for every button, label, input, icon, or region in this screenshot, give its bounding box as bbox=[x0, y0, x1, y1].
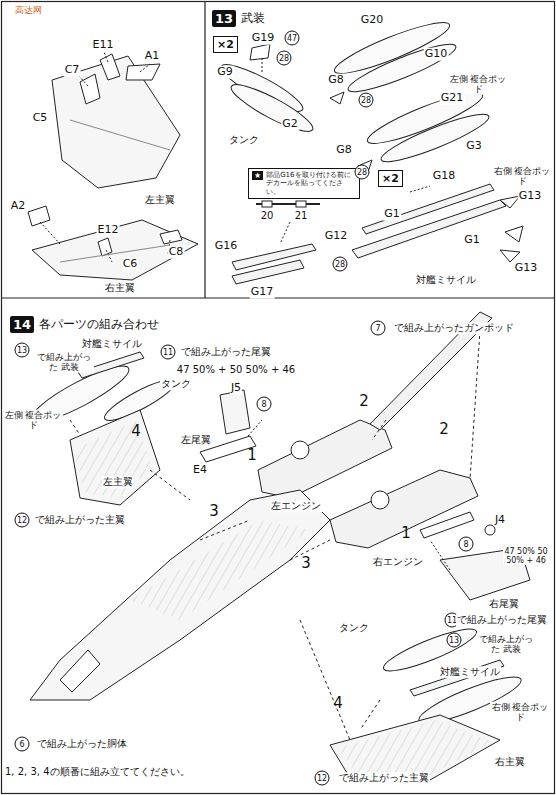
part-number: G3 bbox=[465, 140, 483, 153]
part-label: で組み上がった胴体 bbox=[36, 738, 128, 750]
part-label: 左尾翼 bbox=[180, 434, 212, 446]
step-heading: 13 武装 bbox=[212, 10, 265, 27]
callout-number: 28 bbox=[333, 257, 348, 272]
part-label: 20 bbox=[260, 210, 275, 222]
part-number: G13 bbox=[514, 262, 539, 275]
part-number: G18 bbox=[432, 170, 457, 183]
quantity-text: ×2 bbox=[382, 172, 399, 185]
callout-number: 47 bbox=[285, 31, 300, 46]
callout-number: 13 bbox=[15, 343, 30, 358]
part-number: A1 bbox=[144, 50, 161, 63]
part-number: J5 bbox=[230, 382, 242, 395]
step-order-number: 3 bbox=[300, 555, 312, 572]
part-number: G17 bbox=[250, 286, 275, 299]
part-number: G1 bbox=[383, 208, 401, 221]
part-label: で組み上がった主翼 bbox=[34, 514, 126, 526]
part-number: G1 bbox=[463, 234, 481, 247]
part-number: A2 bbox=[10, 200, 27, 213]
part-number: G8 bbox=[335, 144, 353, 157]
step-order-number: 4 bbox=[332, 695, 344, 712]
part-label: 右主翼 bbox=[104, 282, 136, 294]
part-number: C6 bbox=[122, 258, 139, 271]
part-label: 右エンジン bbox=[372, 556, 424, 568]
part-label: で組み上がった 武装 bbox=[476, 634, 536, 655]
step-order-number: 1 bbox=[400, 525, 412, 542]
step-title: 各パーツの組み合わせ bbox=[39, 316, 159, 333]
part-label: 対艦ミサイル bbox=[415, 274, 477, 286]
part-label: タンク bbox=[228, 134, 260, 146]
watermark: 高达网 bbox=[14, 5, 43, 15]
part-number: E4 bbox=[192, 464, 208, 477]
part-label: 右側 複合ポッド bbox=[492, 166, 552, 187]
part-number: J4 bbox=[494, 514, 506, 527]
part-label: で組み上がった尾翼 bbox=[180, 346, 272, 358]
quantity-text: ×2 bbox=[217, 38, 234, 51]
part-number: G21 bbox=[440, 92, 465, 105]
step-order-number: 1 bbox=[246, 447, 258, 464]
callout-number: 28 bbox=[277, 51, 292, 66]
part-label: 右主翼 bbox=[494, 756, 526, 768]
part-label: 左エンジン bbox=[270, 500, 322, 512]
callout-number: 7 bbox=[371, 321, 386, 336]
step-number: 13 bbox=[212, 10, 236, 27]
part-number: G20 bbox=[360, 14, 385, 27]
step-number: 14 bbox=[10, 316, 34, 333]
part-label: で組み上がったガンポッド bbox=[393, 322, 515, 334]
note-mark: ★ bbox=[252, 171, 263, 180]
part-number: G8 bbox=[327, 74, 345, 87]
part-label: 対艦ミサイル bbox=[439, 666, 501, 678]
callout-number: 12 bbox=[15, 513, 30, 528]
callout-number: 28 bbox=[355, 165, 370, 180]
part-label: 左主翼 bbox=[144, 194, 176, 206]
part-number: G9 bbox=[216, 66, 234, 79]
part-label: で組み上がった尾翼 bbox=[456, 614, 548, 626]
quantity-box: ×2 bbox=[213, 36, 238, 53]
quantity-box: ×2 bbox=[378, 170, 403, 187]
part-number: C7 bbox=[64, 64, 81, 77]
part-label: 47 50% 50 50% + 46 bbox=[503, 547, 549, 565]
callout-number: 8 bbox=[459, 537, 474, 552]
part-number: G10 bbox=[424, 48, 449, 61]
part-number: G13 bbox=[518, 190, 543, 203]
callout-number: 28 bbox=[359, 93, 374, 108]
callout-number: 12 bbox=[315, 771, 330, 786]
part-label: で組み上がった 武装 bbox=[34, 352, 94, 373]
step-order-number: 2 bbox=[358, 393, 370, 410]
part-number: G12 bbox=[324, 230, 349, 243]
part-label: タンク bbox=[338, 622, 370, 634]
part-number: G19 bbox=[251, 32, 276, 45]
step-order-number: 4 bbox=[130, 423, 142, 440]
callout-number: 8 bbox=[257, 397, 272, 412]
callout-number: 11 bbox=[161, 345, 176, 360]
part-label: 左主翼 bbox=[102, 476, 134, 488]
part-label: 1, 2, 3, 4の順番に組み立ててください。 bbox=[4, 766, 196, 778]
part-label: 左側 複合ポッド bbox=[3, 410, 63, 431]
part-label: 右側 複合ポッド bbox=[490, 702, 550, 723]
part-number: C5 bbox=[32, 112, 49, 125]
part-label: タンク bbox=[160, 378, 192, 390]
part-number: C8 bbox=[168, 246, 185, 259]
callout-number: 13 bbox=[447, 633, 462, 648]
part-label: 21 bbox=[294, 210, 309, 222]
note-text: 部品G16を取り付ける前にデカールを貼ってください。 bbox=[266, 171, 356, 196]
part-label: 右尾翼 bbox=[488, 598, 520, 610]
part-label: で組み上がった主翼 bbox=[338, 772, 430, 784]
part-number: E12 bbox=[97, 224, 120, 237]
step-order-number: 2 bbox=[438, 421, 450, 438]
step-title: 武装 bbox=[241, 10, 265, 27]
note-box: ★部品G16を取り付ける前にデカールを貼ってください。 bbox=[248, 168, 360, 199]
part-number: G16 bbox=[214, 240, 239, 253]
callout-number: 6 bbox=[15, 737, 30, 752]
part-number: G2 bbox=[281, 118, 299, 131]
step-heading: 14 各パーツの組み合わせ bbox=[10, 316, 159, 333]
step-order-number: 3 bbox=[208, 503, 220, 520]
part-number: E11 bbox=[92, 39, 115, 52]
part-label: 対艦ミサイル bbox=[81, 338, 143, 350]
part-label: 47 50% + 50 50% + 46 bbox=[176, 364, 296, 376]
